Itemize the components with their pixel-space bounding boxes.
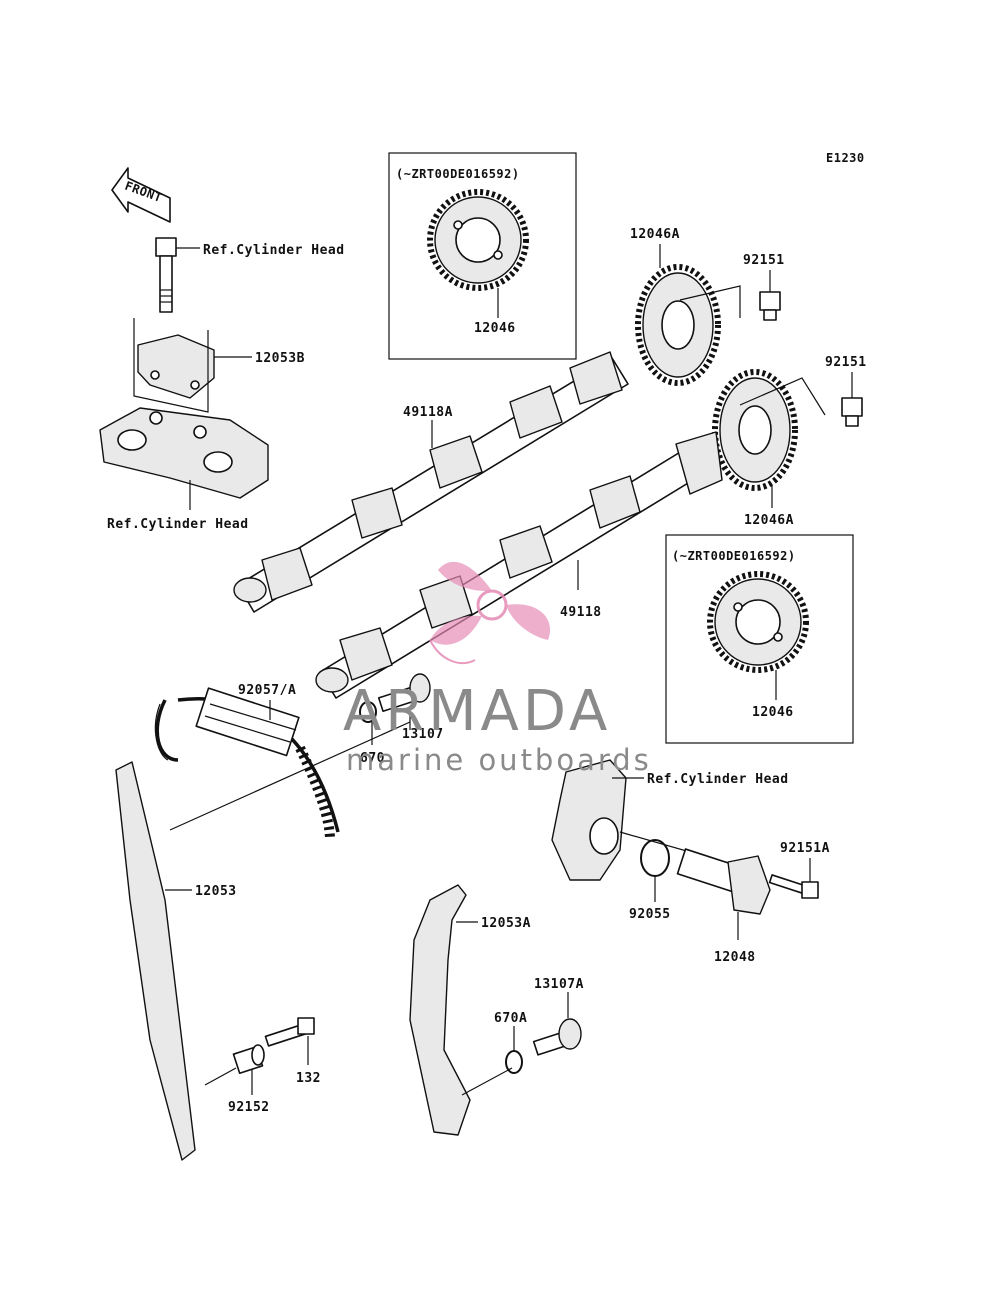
bolt-92151-mid	[841, 397, 863, 427]
label-92151-mid: 92151	[825, 355, 867, 370]
pivot-bolt-13107	[377, 673, 431, 713]
camshaft-cap	[99, 407, 269, 499]
camshaft-49118	[315, 431, 723, 699]
sprocket-12046-top	[427, 189, 529, 291]
armada-logo	[429, 561, 551, 665]
label-132: 132	[296, 1071, 321, 1086]
chain-guide-12053A	[409, 884, 471, 1136]
variant-box-right-label: (~ZRT00DE016592)	[672, 549, 796, 563]
label-670A: 670A	[494, 1011, 527, 1026]
label-13107A: 13107A	[534, 977, 584, 992]
label-670: 670	[360, 751, 385, 766]
bolt-92151-top	[759, 291, 781, 321]
pivot-bolt-13107A	[532, 1018, 582, 1056]
watermark-brand: ARMADA	[343, 679, 611, 744]
chain-tensioner-12048	[676, 848, 771, 915]
bolt-92151A	[768, 874, 819, 899]
label-12053B: 12053B	[255, 351, 305, 366]
label-ref-head-1: Ref.Cylinder Head	[203, 243, 345, 258]
label-12046A-mid: 12046A	[744, 513, 794, 528]
chain-guide-bracket-12053B	[137, 334, 215, 399]
sprocket-12046A-upper	[635, 264, 721, 386]
label-12046A-top: 12046A	[630, 227, 680, 242]
label-ref-head-3: Ref.Cylinder Head	[647, 772, 789, 787]
sprocket-12046-right	[707, 571, 809, 673]
variant-box-top-label: (~ZRT00DE016592)	[396, 167, 520, 181]
variant-box-right	[665, 534, 854, 744]
label-49118A: 49118A	[403, 405, 453, 420]
chain-guide-12053	[115, 761, 196, 1161]
label-92057A: 92057/A	[238, 683, 296, 698]
label-12053: 12053	[195, 884, 237, 899]
watermark-tagline: marine outboards	[346, 743, 652, 777]
front-arrow-icon: FRONT	[111, 167, 171, 223]
gasket-92055	[640, 839, 670, 877]
sprocket-12046A-lower	[712, 369, 798, 491]
label-12046-top: 12046	[474, 321, 516, 336]
label-92151A: 92151A	[780, 841, 830, 856]
tensioner-mount	[551, 759, 627, 881]
label-92152: 92152	[228, 1100, 270, 1115]
label-92151-top: 92151	[743, 253, 785, 268]
label-92055: 92055	[629, 907, 671, 922]
label-12048: 12048	[714, 950, 756, 965]
cam-chain-92057A	[154, 687, 340, 841]
diagram-code: E1230	[826, 151, 865, 165]
label-12046-right: 12046	[752, 705, 794, 720]
label-12053A: 12053A	[481, 916, 531, 931]
oring-670	[359, 701, 377, 723]
label-13107: 13107	[402, 727, 444, 742]
oring-670A	[505, 1050, 523, 1074]
label-ref-head-2: Ref.Cylinder Head	[107, 517, 249, 532]
bolt-132	[264, 1017, 315, 1047]
camshaft-49118A	[233, 351, 629, 613]
variant-box-top	[388, 152, 577, 360]
cap-bolt	[155, 237, 177, 313]
label-49118: 49118	[560, 605, 602, 620]
collar-92152	[232, 1044, 265, 1075]
